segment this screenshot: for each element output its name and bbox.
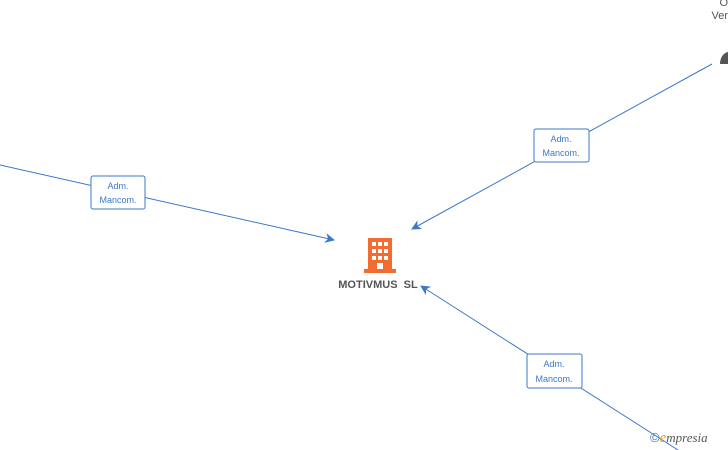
edge-label-bottom-right[interactable]: Adm. Mancom.	[526, 353, 583, 389]
edge-label-line2: Mancom.	[542, 148, 579, 158]
edge-line-left	[0, 164, 335, 243]
person-name-partial[interactable]: O Ver	[711, 0, 728, 23]
person-icon	[720, 52, 728, 64]
empresia-watermark: ©empresia	[650, 430, 708, 447]
edge-label-line1: Adm.	[107, 181, 128, 191]
watermark-brand-rest: mpresia	[666, 430, 708, 445]
edge-label-line1: Adm.	[550, 134, 571, 144]
edge-label-top-right[interactable]: Adm. Mancom.	[533, 128, 590, 163]
edge-label-left[interactable]: Adm. Mancom.	[90, 175, 146, 210]
copyright-symbol: ©	[650, 430, 660, 445]
person-node-partial[interactable]	[720, 52, 728, 64]
company-name: MOTIVMUS SL	[338, 279, 418, 291]
watermark-brand-first: e	[659, 430, 667, 446]
company-node[interactable]: MOTIVMUS SL	[338, 238, 418, 291]
edge-label-line1: Adm.	[543, 359, 564, 369]
person-name-line1: O	[719, 0, 728, 9]
edge-label-line2: Mancom.	[535, 374, 572, 384]
building-icon	[364, 238, 396, 273]
person-name-line2: Ver	[711, 10, 728, 22]
edge-label-line2: Mancom.	[99, 195, 136, 205]
